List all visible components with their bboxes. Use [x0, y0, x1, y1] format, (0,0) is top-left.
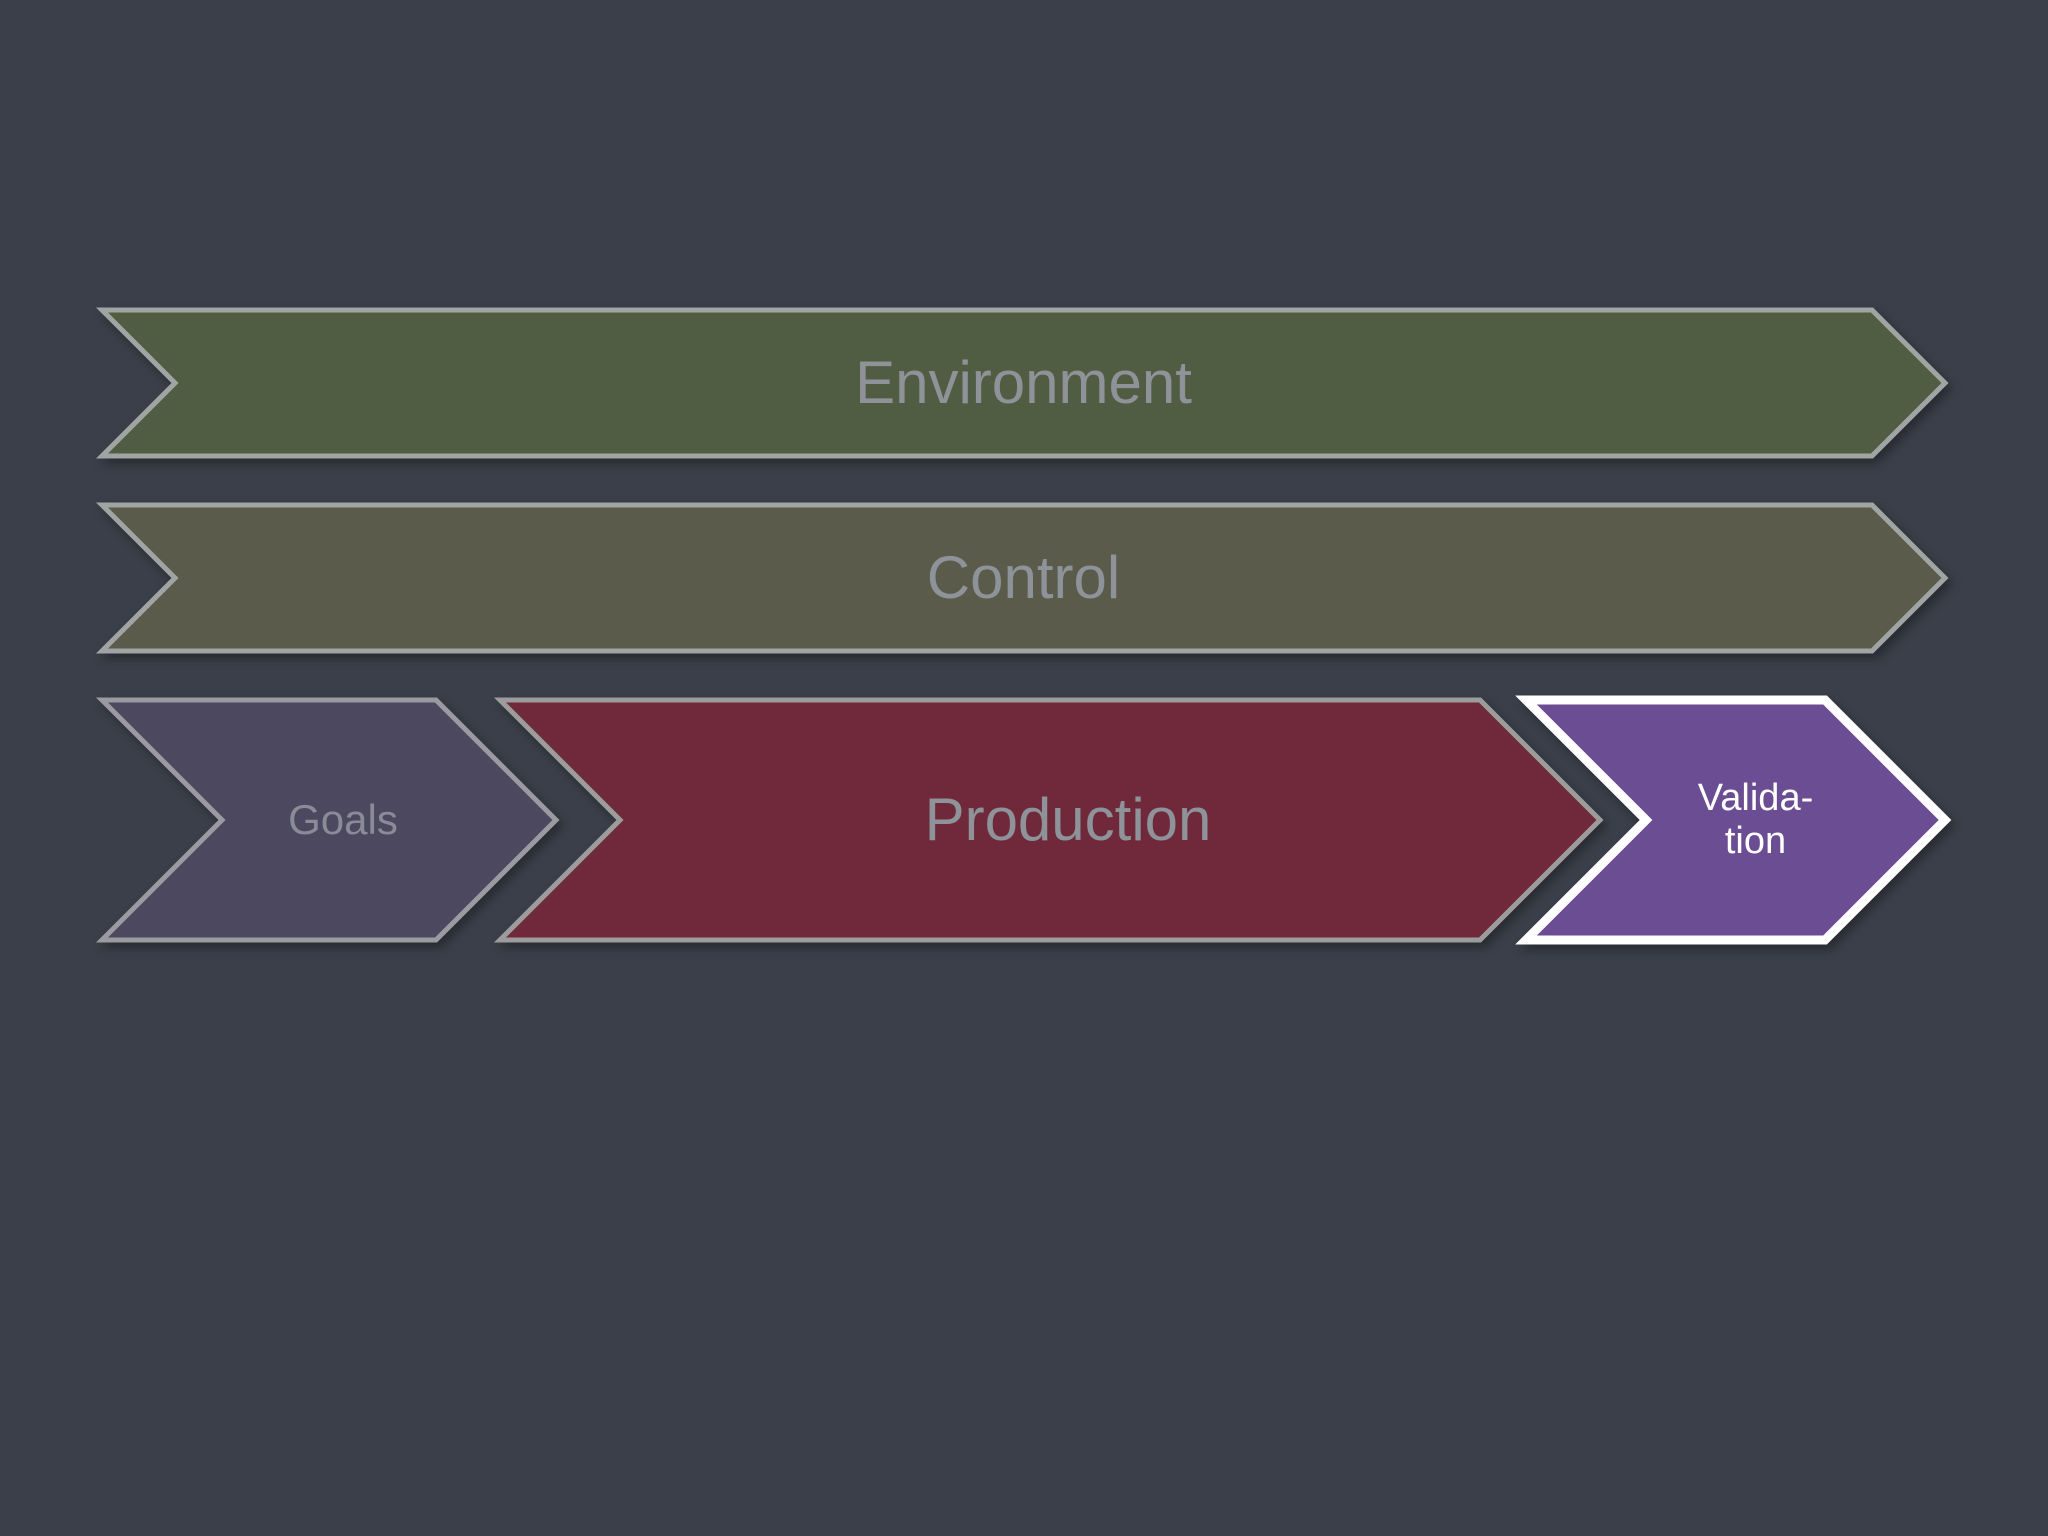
chevron-production-shape: [500, 700, 1600, 940]
chevron-environment[interactable]: Environment: [102, 310, 1945, 456]
chevron-control[interactable]: Control: [102, 505, 1945, 651]
chevron-validation-shape: [1526, 700, 1945, 940]
chevron-control-shape: [102, 505, 1945, 651]
chevron-production[interactable]: Production: [500, 700, 1600, 940]
chevron-goals[interactable]: Goals: [102, 700, 556, 940]
chevron-goals-shape: [102, 700, 556, 940]
chevron-validation[interactable]: Valida- tion: [1526, 700, 1945, 940]
chevron-environment-shape: [102, 310, 1945, 456]
